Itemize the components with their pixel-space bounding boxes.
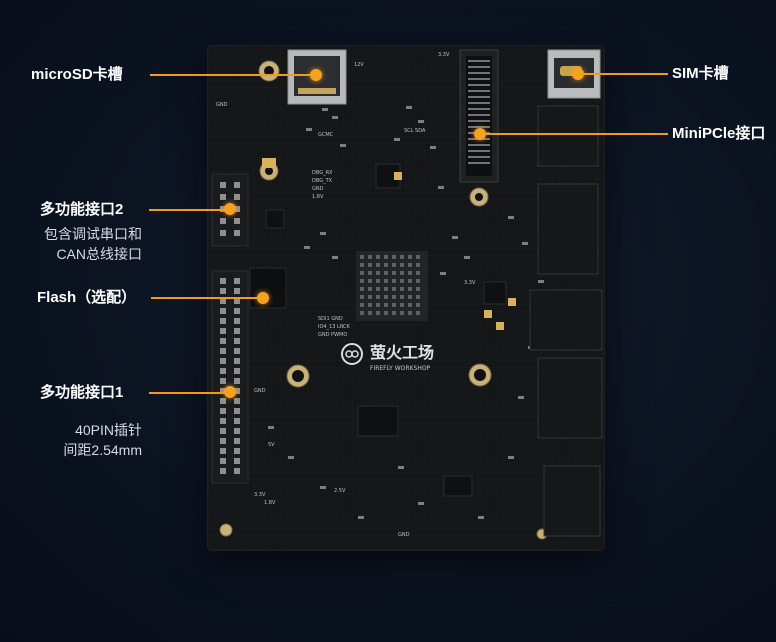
silk-gnd2: GND — [312, 186, 324, 192]
multi2-callout-title: 多功能接口2 — [40, 201, 124, 218]
mounting-hole — [219, 523, 233, 537]
logo-cn: 萤火工场 — [370, 343, 434, 362]
sim-callout-title: SIM卡槽 — [672, 65, 729, 82]
multi2-leader — [149, 209, 226, 211]
flash-leader — [151, 297, 259, 299]
flash-marker — [257, 292, 269, 304]
silk-5v: 5V — [268, 442, 275, 448]
multi1-leader — [149, 392, 226, 394]
firefly-logo — [341, 343, 363, 365]
pcb-board: 萤火工场 FIREFLY WORKSHOP 12V 3.3V GND GCMC … — [208, 46, 604, 550]
silk-gcmc: GCMC — [318, 132, 334, 138]
minipcie-leader — [485, 133, 668, 135]
multi2-marker — [224, 203, 236, 215]
microsd-callout-title: microSD卡槽 — [31, 66, 123, 83]
silk-io: IO4_13 LRCK — [318, 324, 351, 330]
silk-12v: 12V — [354, 62, 364, 68]
silk-scl: SCL SDA — [404, 128, 426, 134]
silk-3v3c: 3.3V — [464, 280, 476, 286]
silk-3v3: 3.3V — [438, 52, 450, 58]
silk-dbg-rx: DBG_RX — [312, 170, 333, 176]
minipcie-callout-title: MiniPCle接口 — [672, 125, 766, 142]
silk-2v5: 2.5V — [334, 488, 346, 494]
flash-chip — [249, 267, 287, 309]
multi2-desc-line1: 包含调试串口和 — [44, 226, 142, 242]
silk-sdi: SDI1 GND — [318, 316, 343, 322]
multi1-marker — [224, 386, 236, 398]
sim-marker — [572, 68, 584, 80]
silk-gnd: GND — [216, 102, 228, 108]
microsd-leader — [150, 74, 311, 76]
logo-en: FIREFLY WORKSHOP — [370, 365, 431, 372]
silk-pwr: GND PWMO — [318, 332, 347, 338]
multi1-desc-line2: 间距2.54mm — [63, 442, 142, 458]
pcb-artwork: 萤火工场 FIREFLY WORKSHOP 12V 3.3V GND GCMC … — [211, 49, 603, 540]
silk-dbg-tx: DBG_TX — [312, 178, 333, 184]
multi2-desc-line2: CAN总线接口 — [56, 246, 142, 262]
silk-3v3b: 3.3V — [254, 492, 266, 498]
soc-chip — [356, 251, 428, 321]
minipcie-marker — [474, 128, 486, 140]
sim-leader — [583, 73, 668, 75]
multi1-desc-line1: 40PIN插针 — [75, 422, 142, 438]
multi1-callout-title: 多功能接口1 — [40, 384, 124, 401]
flash-callout-title: Flash（选配） — [37, 289, 137, 306]
silk-gnd3: GND — [254, 388, 266, 394]
silk-1v8: 1.8V — [312, 194, 324, 200]
microsd-marker — [310, 69, 322, 81]
silk-gnd4: GND — [398, 532, 410, 538]
pin-header-40 — [211, 270, 249, 484]
silk-1v8b: 1.8V — [264, 500, 276, 506]
